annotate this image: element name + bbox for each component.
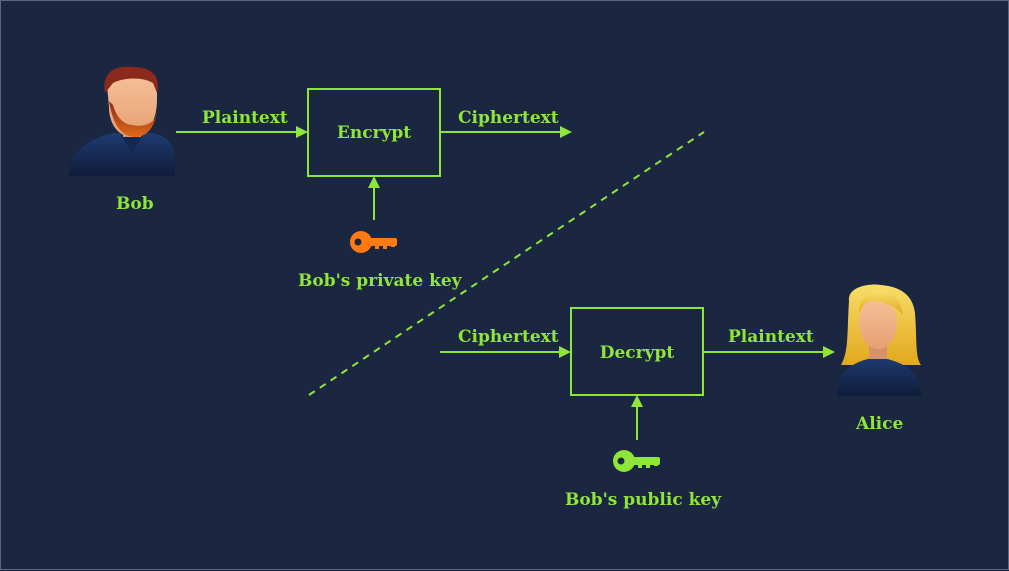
public-key-icon bbox=[613, 450, 660, 472]
man-avatar-icon bbox=[69, 66, 176, 176]
decrypt-label: Decrypt bbox=[599, 343, 675, 363]
ciphertext-input-label: Ciphertext bbox=[458, 327, 559, 347]
recipient-name: Alice bbox=[856, 414, 904, 434]
private-key-label: Bob's private key bbox=[298, 271, 462, 291]
separator-line bbox=[308, 131, 705, 396]
encrypt-label: Encrypt bbox=[336, 123, 412, 143]
ciphertext-output-label: Ciphertext bbox=[458, 108, 559, 128]
sender-name: Bob bbox=[116, 194, 154, 214]
plaintext-input-label: Plaintext bbox=[202, 108, 288, 128]
plaintext-output-label: Plaintext bbox=[728, 327, 814, 347]
woman-avatar-icon bbox=[837, 284, 921, 396]
private-key-icon bbox=[350, 231, 397, 253]
public-key-label: Bob's public key bbox=[565, 490, 722, 510]
